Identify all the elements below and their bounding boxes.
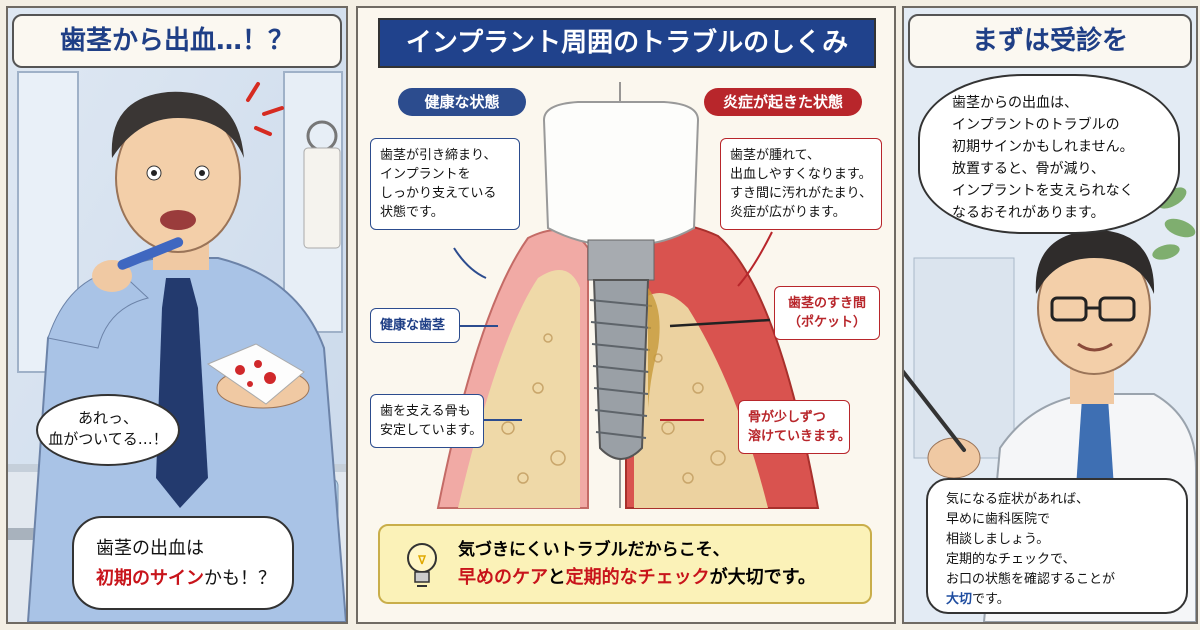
note-and: と [547,567,566,588]
healthy-desc-line1: 歯茎が引き締まり、 [380,148,497,163]
plant-icon [1152,187,1196,260]
inflamed-bone-shape [634,293,768,508]
note-line2: 早めのケアと定期的なチェックが大切です。 [458,564,816,592]
inflamed-state-label: 炎症が起きた状態 [704,88,862,116]
note-line1: 気づきにくいトラブルだからこそ、 [458,540,730,560]
important-highlight: 大切 [946,592,973,607]
thought-line2-rest: かも！？ [204,568,276,589]
inflamed-bone-box: 骨が少しずつ 溶けていきます。 [738,400,851,454]
pocket-label-line2: （ポケット） [787,315,866,330]
thought-bubble: 歯茎の出血は 初期のサインかも！？ [72,516,294,610]
healthy-bone-box: 歯を支える骨も 安定しています。 [370,394,484,448]
pocket-label-box: 歯茎のすき間 （ポケット） [774,286,880,340]
healthy-bone-shape [458,270,580,508]
pointer-stick-icon [904,369,966,452]
inflamed-bone-line1: 骨が少しずつ [748,410,826,425]
pocket-label-line1: 歯茎のすき間 [787,296,866,311]
top-bubble-line4: 放置すると、骨が減り、 [952,161,1105,177]
bottom-bubble-line2: 早めに歯科医院で [946,512,1051,527]
crown-icon [542,101,700,246]
inflamed-desc-line1: 歯茎が腫れて、 [730,148,820,163]
healthy-state-label: 健康な状態 [398,88,526,116]
panel-gum-bleeding: 歯茎から出血…！？ あれっ、 血がついてる…！ 歯茎の出血は 初期のサインかも！… [6,6,348,624]
panel3-title: まずは受診を [908,14,1192,68]
note-regular-check: 定期的なチェック [565,567,710,588]
speech-bubble: あれっ、 血がついてる…！ [36,394,180,466]
bottom-bubble-line4: 定期的なチェックで、 [946,552,1076,567]
note-early-care: 早めのケア [458,567,548,588]
inflamed-desc-line2: 出血しやすくなります。 [730,167,872,182]
top-bubble-line2: インプラントのトラブルの [952,117,1120,133]
healthy-gum-label-box: 健康な歯茎 [370,308,460,343]
lightbulb-icon [407,543,437,587]
toothbrush-icon [117,237,184,270]
healthy-description-box: 歯茎が引き締まり、 インプラントを しっかり支えている 状態です。 [370,138,520,230]
speech-line1: あれっ、 [77,409,138,427]
inflamed-desc-line3: すき間に汚れがたまり、 [730,186,873,201]
bottom-bubble-line3: 相談しましょう。 [946,532,1050,547]
inflamed-bone-line2: 溶けていきます。 [748,429,851,444]
surprise-marks-icon [246,82,284,136]
top-bubble-line5: インプラントを支えられなく [952,183,1134,199]
healthy-desc-line3: しっかり支えている [380,186,497,201]
note-important: が大切です。 [709,567,816,588]
healthy-desc-line4: 状態です。 [380,205,444,220]
healthy-bone-line2: 安定しています。 [380,423,483,438]
panel-see-dentist: まずは受診を 歯茎からの出血は、 インプラントのトラブルの 初期サインかもしれま… [902,6,1198,624]
top-bubble-line3: 初期サインかもしれません。 [952,139,1134,155]
early-sign-highlight: 初期のサイン [96,568,204,589]
inflamed-description-box: 歯茎が腫れて、 出血しやすくなります。 すき間に汚れがたまり、 炎症が広がります… [720,138,882,230]
panel-implant-mechanism: インプラント周囲のトラブルのしくみ 健康な状態 炎症が起きた状態 歯茎が引き締ま… [356,6,896,624]
inflamed-desc-line4: 炎症が広がります。 [730,205,846,220]
healthy-desc-line2: インプラントを [380,167,471,182]
thought-line2: 初期のサインかも！？ [96,564,292,594]
bottom-bubble-line5: お口の状態を確認することが [946,572,1116,587]
panel1-title: 歯茎から出血…！？ [12,14,342,68]
speech-line2: 血がついてる…！ [48,430,168,448]
bottom-bubble-line1: 気になる症状があれば、 [946,492,1090,507]
dentist-top-bubble: 歯茎からの出血は、 インプラントのトラブルの 初期サインかもしれません。 放置す… [918,74,1180,234]
top-bubble-line1: 歯茎からの出血は、 [952,95,1078,111]
tissue-with-blood-icon [206,343,305,405]
healthy-bone-line1: 歯を支える骨も [380,404,471,419]
summary-note-box: 気づきにくいトラブルだからこそ、 早めのケアと定期的なチェックが大切です。 [378,524,872,604]
thought-line1: 歯茎の出血は [96,538,204,559]
bottom-bubble-line6-rest: です。 [972,592,1010,607]
panel2-title: インプラント周囲のトラブルのしくみ [378,18,876,68]
bottom-bubble-line6: 大切です。 [946,590,1186,610]
dentist-bottom-bubble: 気になる症状があれば、 早めに歯科医院で 相談しましょう。 定期的なチェックで、… [926,478,1188,614]
top-bubble-line6: なるおそれがあります。 [952,205,1105,221]
healthy-gum-label: 健康な歯茎 [380,318,446,333]
